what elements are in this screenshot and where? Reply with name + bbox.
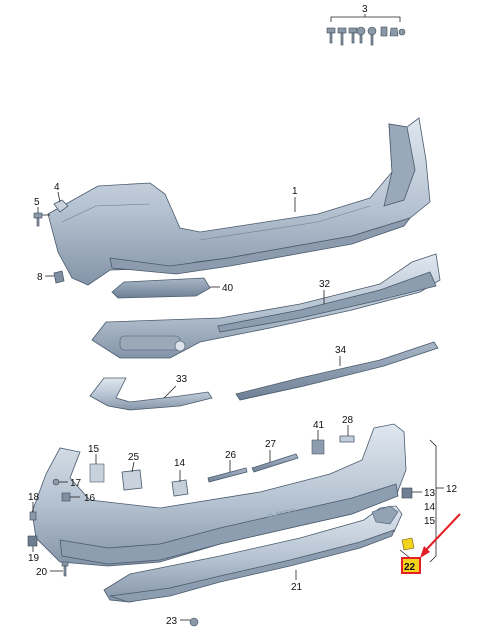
clip-part-28 [339, 425, 355, 443]
callout-3: 3 [362, 4, 368, 15]
callout-33: 33 [176, 374, 188, 385]
highlight-box-22[interactable]: 22 [401, 557, 421, 574]
callout-12: 12 [446, 484, 458, 495]
svg-text:e-tron: e-tron [266, 505, 297, 523]
callout-14: 14 [174, 458, 186, 469]
group-bracket-12 [412, 439, 444, 563]
callout-28: 28 [342, 415, 354, 426]
clip-part-13 [401, 487, 413, 499]
clip-part-4 [53, 191, 69, 213]
bracket-part-15 [89, 454, 105, 483]
clip-part-16 [61, 492, 80, 502]
callout-27: 27 [265, 439, 277, 450]
callout-4: 4 [54, 182, 60, 193]
diffuser-part-32 [91, 253, 441, 359]
callout-1: 1 [292, 186, 298, 197]
callout-17: 17 [70, 478, 82, 489]
trim-strip-part-40 [111, 277, 220, 299]
screw-icon [326, 26, 406, 46]
callout-15-group: 15 [424, 516, 436, 527]
callout-18: 18 [28, 492, 40, 503]
screw-set-part-3 [326, 14, 406, 46]
bracket-part-14 [171, 470, 189, 497]
trim-clip-part-27 [251, 450, 299, 473]
callout-22: 22 [404, 562, 416, 573]
screw-part-5 [33, 207, 50, 227]
callout-13: 13 [424, 488, 436, 499]
screw-part-18 [29, 502, 37, 521]
trim-clip-part-26 [207, 460, 248, 483]
bumper-cover-part-1 [47, 117, 431, 286]
screw-part-20 [50, 561, 69, 577]
callout-16: 16 [84, 493, 96, 504]
diffuser-part-21 [103, 505, 403, 603]
bracket-part-41 [311, 430, 325, 455]
clip-part-22 [399, 537, 415, 559]
callout-5: 5 [34, 197, 40, 208]
clip-part-8 [45, 270, 65, 284]
callout-23: 23 [166, 616, 178, 627]
callout-26: 26 [225, 450, 237, 461]
lower-bumper-cover: e-tron [31, 423, 407, 567]
trim-strip-part-34 [235, 341, 439, 401]
callout-40: 40 [222, 283, 234, 294]
callout-14-group: 14 [424, 502, 436, 513]
red-arrow-icon [420, 513, 461, 558]
screw-part-17 [52, 478, 68, 486]
callout-32: 32 [319, 279, 331, 290]
callout-19: 19 [28, 553, 40, 564]
callout-20: 20 [36, 567, 48, 578]
callout-34: 34 [335, 345, 347, 356]
clip-part-19 [27, 535, 38, 552]
callout-8: 8 [37, 272, 43, 283]
callout-15: 15 [88, 444, 100, 455]
callout-25: 25 [128, 452, 140, 463]
callout-21: 21 [291, 582, 303, 593]
callout-41: 41 [313, 420, 325, 431]
trim-frame-part-33 [89, 377, 213, 411]
fastener-part-23 [180, 617, 199, 627]
cover-part-25 [121, 461, 143, 491]
